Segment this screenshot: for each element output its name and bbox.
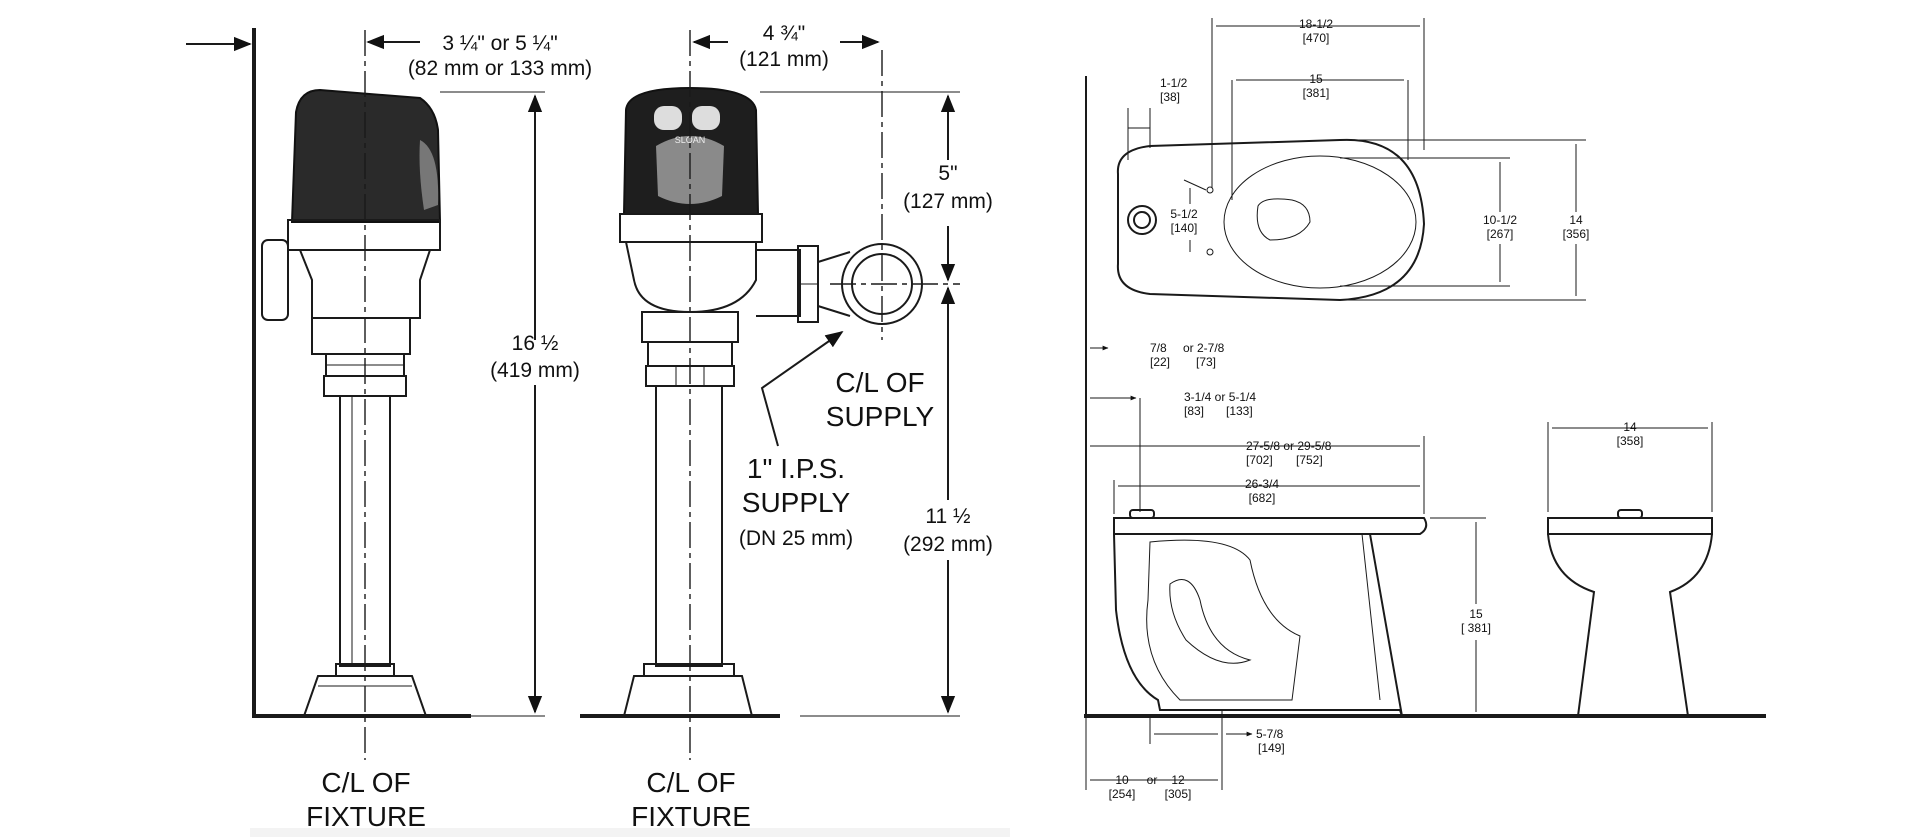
bowl-side-view: 7/8 [22] or 2-7/8 [73] 3-1/4 or 5-1/4 [8…: [1084, 341, 1766, 801]
d1-label: 7/8: [1150, 341, 1167, 355]
bowl-front-outline: [1547, 509, 1713, 717]
top-label-mm: (127 mm): [903, 190, 993, 213]
brand-logo: SLOAN: [675, 135, 706, 145]
overall-length-mm: [470]: [1303, 31, 1330, 45]
d1-alt-mm: [73]: [1196, 355, 1216, 369]
width-label: 4 ¾": [763, 22, 805, 45]
d3-mm2: [752]: [1296, 453, 1323, 467]
supply-cl-label: C/L OF: [835, 367, 924, 398]
bowl-top-view: 18-1/2 [470] 1-1/2 [38] 15 [381] 5-1/2 […: [1085, 17, 1590, 716]
rough-in-1-mm: [254]: [1109, 787, 1136, 801]
overall-length-label: 18-1/2: [1299, 17, 1333, 31]
d3-mm1: [702]: [1246, 453, 1273, 467]
overall-width-mm: [356]: [1563, 227, 1590, 241]
d2-mm2: [133]: [1226, 404, 1253, 418]
flush-valve-side: [261, 88, 442, 717]
ips-label-2: SUPPLY: [742, 487, 851, 518]
fixture-cl-label: C/L OF: [321, 767, 410, 798]
front-width-mm: [358]: [1617, 434, 1644, 448]
d3-label: 27-5/8 or 29-5/8: [1246, 439, 1332, 453]
rim-height-label: 15: [1469, 607, 1483, 621]
outlet-label: 5-7/8: [1256, 727, 1284, 741]
inset-label: 1-1/2: [1160, 76, 1188, 90]
height-label: 16 ½: [512, 332, 559, 355]
supply-height-label: 11 ½: [925, 505, 970, 528]
d4-label: 26-3/4: [1245, 477, 1279, 491]
d2-mm1: [83]: [1184, 404, 1204, 418]
ips-leader: [760, 330, 844, 447]
overall-width-label: 14: [1569, 213, 1583, 227]
d1-mm: [22]: [1150, 355, 1170, 369]
outlet-mm: [149]: [1258, 741, 1285, 755]
width-label-mm: (121 mm): [739, 48, 829, 71]
bottom-band: [250, 828, 1010, 837]
bolt-spacing-label: 5-1/2: [1170, 207, 1198, 221]
d1-alt-label: or 2-7/8: [1183, 341, 1225, 355]
rough-in-1: 10: [1115, 773, 1129, 787]
supply-cl-label-2: SUPPLY: [826, 401, 935, 432]
offset-label: 3 ¼" or 5 ¼": [442, 32, 557, 55]
height-label-mm: (419 mm): [490, 359, 580, 382]
bowl-width-label: 10-1/2: [1483, 213, 1517, 227]
fixture-cl-label-2: FIXTURE: [306, 801, 426, 832]
bowl-width-mm: [267]: [1487, 227, 1514, 241]
ips-label-3: (DN 25 mm): [739, 527, 853, 550]
rough-in-or: or: [1147, 773, 1158, 787]
rim-height-mm: [ 381]: [1461, 621, 1491, 635]
front-width-label: 14: [1623, 420, 1637, 434]
supply-height-label-mm: (292 mm): [903, 533, 993, 556]
d2-label: 3-1/4 or 5-1/4: [1184, 390, 1256, 404]
rough-in-2: 12: [1171, 773, 1185, 787]
bolt-spacing-mm: [140]: [1171, 221, 1198, 235]
fixture-cl-label-front-2: FIXTURE: [631, 801, 751, 832]
inset-mm: [38]: [1160, 90, 1180, 104]
valve-side-view: 3 ¼" or 5 ¼" (82 mm or 133 mm) 16 ½ (419…: [186, 28, 592, 832]
rim-length-mm: [381]: [1303, 86, 1330, 100]
bowl-front-view: 14 [358]: [1547, 420, 1713, 717]
top-label: 5": [938, 162, 957, 185]
ips-label: 1" I.P.S.: [747, 453, 845, 484]
rim-length-label: 15: [1309, 72, 1323, 86]
bowl-side-outline: [1113, 509, 1428, 717]
rough-in-2-mm: [305]: [1165, 787, 1192, 801]
bowl-outline-top: [1116, 138, 1426, 302]
offset-label-mm: (82 mm or 133 mm): [408, 57, 592, 80]
fixture-cl-label-front: C/L OF: [646, 767, 735, 798]
d4-mm: [682]: [1249, 491, 1276, 505]
valve-front-view: SLOAN 4 ¾" (121 mm): [580, 22, 993, 832]
